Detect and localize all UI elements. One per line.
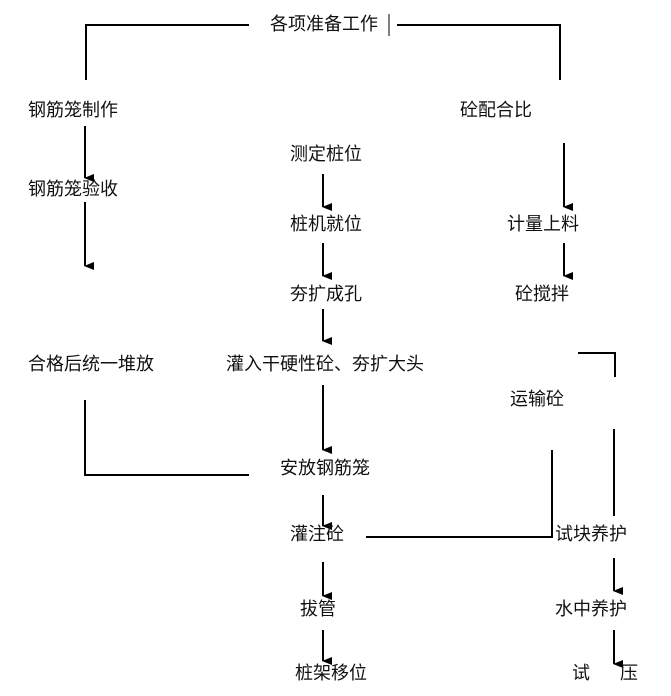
mixing-bracket — [578, 352, 616, 377]
node-place-cage: 安放钢筋笼 — [280, 458, 370, 479]
top-left-connector — [85, 24, 249, 80]
node-mixing: 砼搅拌 — [515, 284, 569, 305]
cage-connector — [84, 400, 249, 476]
node-pour-concrete: 灌注砼 — [290, 524, 344, 545]
node-cage-inspection: 钢筋笼验收 — [28, 179, 118, 200]
node-survey-pile: 测定桩位 — [290, 144, 362, 165]
node-specimen-curing: 试块养护 — [555, 524, 627, 545]
node-water-curing: 水中养护 — [555, 599, 627, 620]
top-right-connector — [397, 24, 561, 80]
node-test-char2: 压 — [620, 663, 638, 684]
node-ram-hole: 夯扩成孔 — [290, 284, 362, 305]
node-preparation: 各项准备工作 — [270, 14, 378, 35]
node-rig-position: 桩机就位 — [290, 214, 362, 235]
node-dry-concrete: 灌入干硬性砼、夯扩大头 — [226, 354, 424, 375]
node-cage-fabrication: 钢筋笼制作 — [28, 100, 118, 121]
node-pull-pipe: 拔管 — [300, 599, 336, 620]
node-batching: 计量上料 — [507, 214, 579, 235]
node-move-rig: 桩架移位 — [295, 663, 367, 684]
node-test-char1: 试 — [572, 663, 590, 684]
node-mix-design: 砼配合比 — [460, 100, 532, 121]
node-transport: 运输砼 — [510, 389, 564, 410]
node-cage-storage: 合格后统一堆放 — [28, 354, 154, 375]
pour-connector — [366, 450, 553, 538]
